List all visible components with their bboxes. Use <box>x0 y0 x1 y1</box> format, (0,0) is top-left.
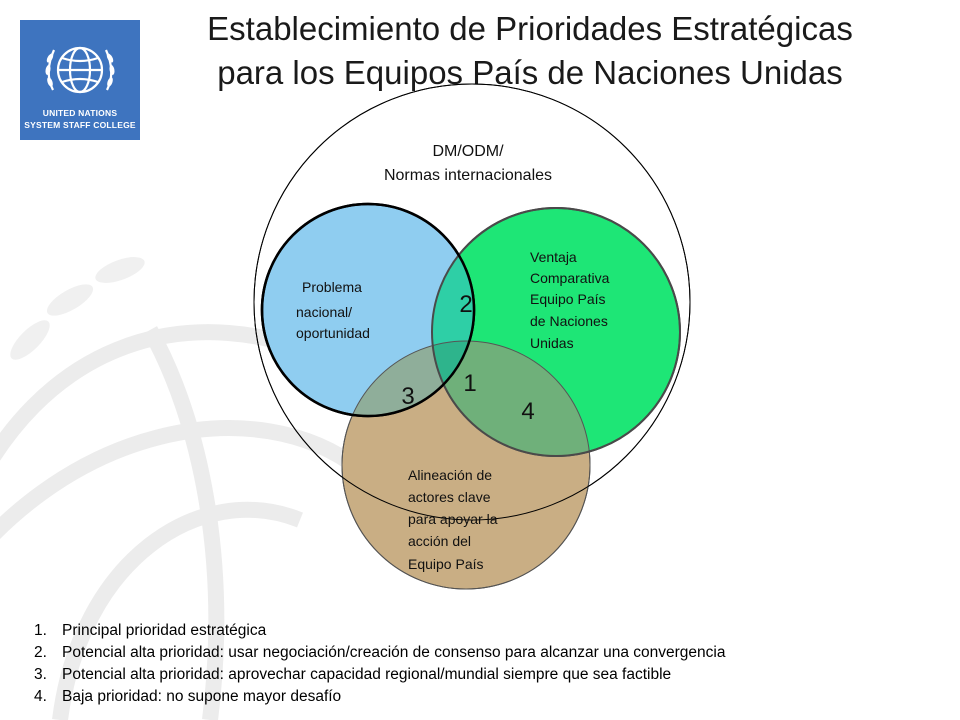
advantage-label-line1: Ventaja <box>530 249 577 265</box>
logo-text-line1: UNITED NATIONS <box>42 108 118 118</box>
legend-text: Potencial alta prioridad: usar negociaci… <box>62 644 726 661</box>
page-title-line1: Establecimiento de Prioridades Estratégi… <box>207 10 853 47</box>
logo-text-line2: SYSTEM STAFF COLLEGE <box>24 120 136 130</box>
advantage-label-line2: Comparativa <box>530 270 610 286</box>
legend-text: Baja prioridad: no supone mayor desafío <box>62 688 342 705</box>
region-number-3: 3 <box>401 383 414 410</box>
advantage-label-line4: de Naciones <box>530 313 608 329</box>
problem-circle-outline <box>260 202 476 418</box>
legend-item: 2. Potencial alta prioridad: usar negocia… <box>34 642 934 664</box>
legend-number: 3. <box>34 666 47 683</box>
advantage-label-line3: Equipo País <box>530 291 606 307</box>
legend-number: 2. <box>34 644 47 661</box>
overlap-blue-tan <box>342 341 474 416</box>
overlap-green-tan <box>432 341 590 456</box>
problem-label-line2: nacional/ <box>296 304 352 320</box>
outer-circle-outline <box>253 83 691 521</box>
alignment-label-line3: para apoyar la <box>408 511 498 527</box>
legend-item: 3. Potencial alta prioridad: aprovechar c… <box>34 664 934 686</box>
outer-label-line1: DM/ODM/ <box>432 143 504 160</box>
problem-label-line3: oportunidad <box>296 325 370 341</box>
advantage-circle-outline <box>431 207 681 457</box>
legend-text: Principal prioridad estratégica <box>62 622 267 639</box>
legend-number: 4. <box>34 688 47 705</box>
outer-label-line2: Normas internacionales <box>384 167 552 184</box>
legend-number: 1. <box>34 622 47 639</box>
alignment-circle-outline <box>341 340 591 590</box>
page-title-line2: para los Equipos País de Naciones Unidas <box>217 54 843 91</box>
un-emblem-icon <box>45 46 115 94</box>
problem-label-line1: Problema <box>302 279 362 295</box>
advantage-label-line5: Unidas <box>530 335 574 351</box>
alignment-label-line1: Alineación de <box>408 467 492 483</box>
region-number-2: 2 <box>459 291 472 318</box>
unssc-logo: UNITED NATIONS SYSTEM STAFF COLLEGE <box>20 20 140 140</box>
alignment-label-line2: actores clave <box>408 489 491 505</box>
legend-item: 1. Principal prioridad estratégica <box>34 620 934 642</box>
legend-item: 4. Baja prioridad: no supone mayor desafí… <box>34 686 934 708</box>
legend-text: Potencial alta prioridad: aprovechar cap… <box>62 666 672 683</box>
priority-legend: 1. Principal prioridad estratégica 2. Pote… <box>34 620 934 708</box>
region-number-4: 4 <box>521 398 534 425</box>
alignment-label-line4: acción del <box>408 533 471 549</box>
alignment-label-line5: Equipo País <box>408 556 484 572</box>
region-number-1: 1 <box>463 370 476 397</box>
